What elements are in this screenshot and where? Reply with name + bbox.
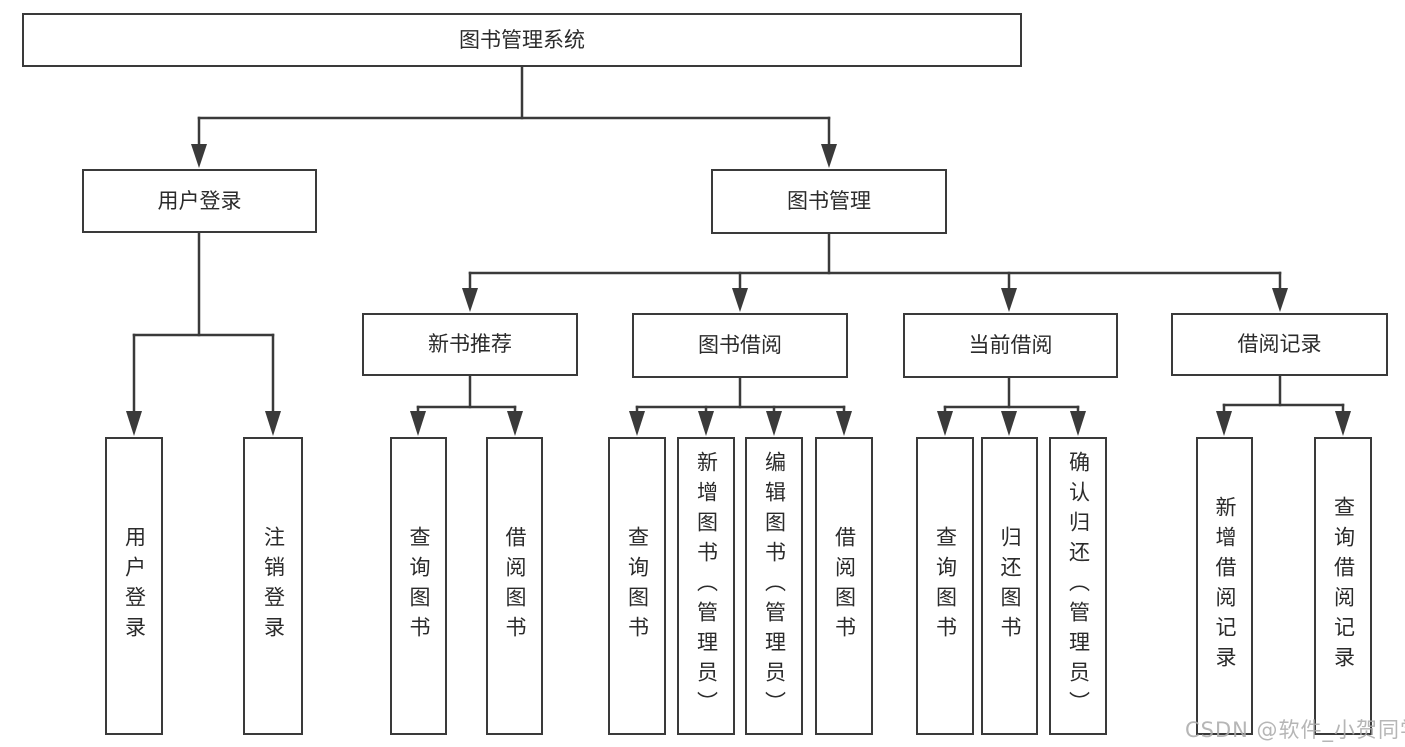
leaf-label: 新增借阅记录 [1213, 496, 1237, 676]
leaf-label: 新增图书（管理员） [694, 451, 719, 721]
node-leaf-query-books-current: 查询图书 [916, 437, 974, 735]
leaf-label: 确认归还（管理员） [1066, 451, 1091, 721]
node-leaf-query-books-recommend: 查询图书 [390, 437, 447, 735]
node-leaf-query-borrow-record: 查询借阅记录 [1314, 437, 1372, 735]
leaf-label: 查询借阅记录 [1331, 496, 1356, 676]
node-leaf-logout: 注销登录 [243, 437, 303, 735]
arrowhead-icons [126, 144, 1351, 436]
leaf-label: 查询图书 [933, 526, 958, 646]
leaf-label: 查询图书 [625, 526, 650, 646]
csdn-watermark: CSDN @软件_小贺同学 [1185, 718, 1405, 742]
node-leaf-borrow-books-recommend: 借阅图书 [486, 437, 543, 735]
leaf-label: 归还图书 [998, 526, 1022, 646]
leaf-label: 查询图书 [407, 526, 431, 646]
leaf-label: 编辑图书（管理员） [762, 451, 787, 721]
node-new-book-recommend: 新书推荐 [362, 313, 578, 376]
node-leaf-add-borrow-record: 新增借阅记录 [1196, 437, 1253, 735]
node-leaf-add-books-admin: 新增图书（管理员） [677, 437, 735, 735]
node-leaf-user-login: 用户登录 [105, 437, 163, 735]
node-root-library-system: 图书管理系统 [22, 13, 1022, 67]
node-leaf-borrow-books: 借阅图书 [815, 437, 873, 735]
node-leaf-edit-books-admin: 编辑图书（管理员） [745, 437, 803, 735]
node-borrow-records: 借阅记录 [1171, 313, 1388, 376]
node-user-login-branch: 用户登录 [82, 169, 317, 233]
leaf-label: 用户登录 [122, 526, 147, 646]
node-leaf-confirm-return-admin: 确认归还（管理员） [1049, 437, 1107, 735]
node-leaf-query-books-borrow: 查询图书 [608, 437, 666, 735]
leaf-label: 注销登录 [261, 526, 286, 646]
node-leaf-return-books: 归还图书 [981, 437, 1038, 735]
node-book-management-branch: 图书管理 [711, 169, 947, 234]
leaf-label: 借阅图书 [832, 526, 857, 646]
leaf-label: 借阅图书 [503, 526, 527, 646]
node-book-borrowing: 图书借阅 [632, 313, 848, 378]
node-current-borrowing: 当前借阅 [903, 313, 1118, 378]
